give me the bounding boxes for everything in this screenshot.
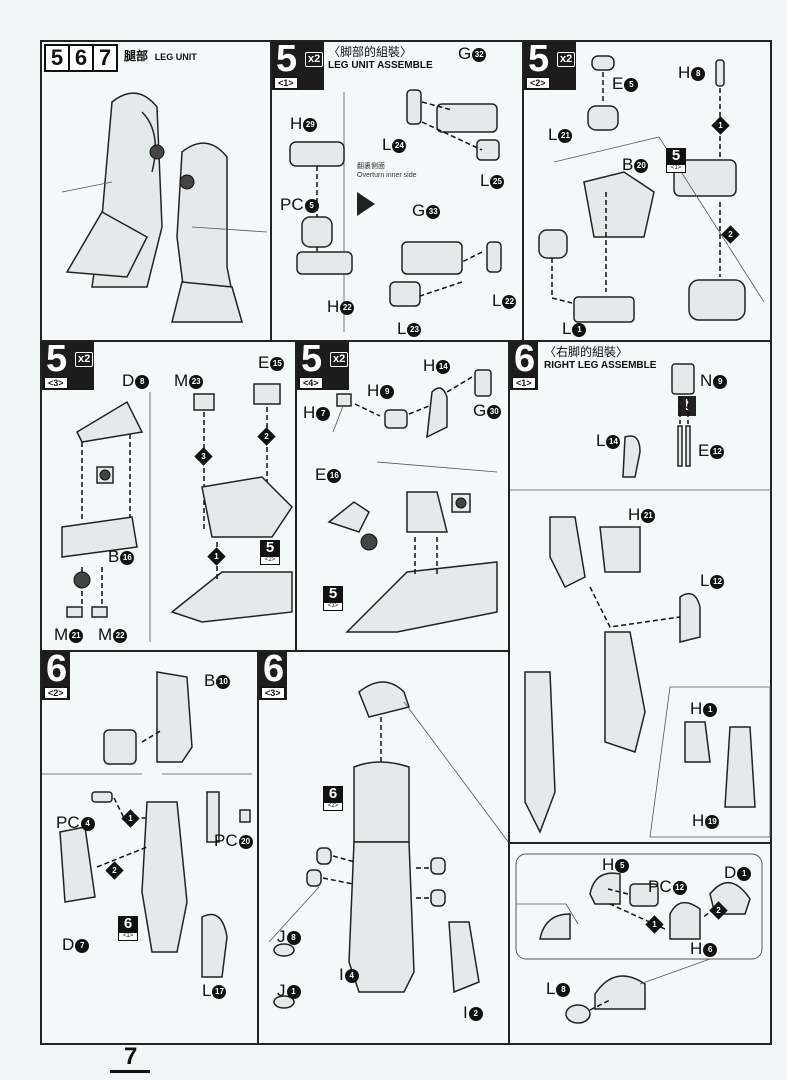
order-marker: 1 [711, 116, 730, 135]
step-illustration [510, 363, 772, 838]
step-illustration [42, 671, 252, 978]
order-marker: 2 [257, 427, 276, 446]
step-reference: 5<1> [666, 148, 686, 173]
step-header: 6<2> [42, 650, 70, 700]
page-number: 7 [124, 1043, 138, 1070]
step-reference: 5<3> [323, 586, 343, 611]
step-illustration [327, 369, 498, 633]
order-marker: 2 [721, 225, 740, 244]
order-marker: 1 [207, 547, 226, 566]
panel-title: 腿部 LEG UNIT [124, 49, 197, 63]
order-marker: 3 [194, 447, 213, 466]
step-reference: 5<2> [260, 540, 280, 565]
step-illustration [289, 89, 502, 332]
step-illustration [61, 383, 293, 642]
leg-unit-illustration [61, 92, 268, 323]
step-title: 〈脚部的組裝〉LEG UNIT ASSEMBLE [328, 45, 433, 72]
order-marker: 2 [105, 861, 124, 880]
step-illustration [268, 681, 510, 1009]
step-digit: 5 [44, 44, 70, 72]
step-digit: 7 [92, 44, 118, 72]
step-digit: 6 [68, 44, 94, 72]
step-title: 〈右脚的組裝〉RIGHT LEG ASSEMBLE [544, 345, 657, 372]
step-header: 6<3> [259, 650, 287, 700]
order-marker: 1 [645, 915, 664, 934]
step-header: 6<1> [510, 340, 538, 390]
step-reference: 6<2> [323, 786, 343, 811]
order-marker: 1 [121, 809, 140, 828]
panel-leg-unit: 5 6 7 腿部 LEG UNIT [40, 40, 272, 342]
step-illustration [515, 853, 763, 1024]
step-reference: 6<1> [118, 916, 138, 941]
page-number-underline [110, 1070, 150, 1073]
order-marker: 2 [709, 901, 728, 920]
step-illustration [538, 55, 765, 323]
caution-icon: ! [678, 396, 696, 416]
